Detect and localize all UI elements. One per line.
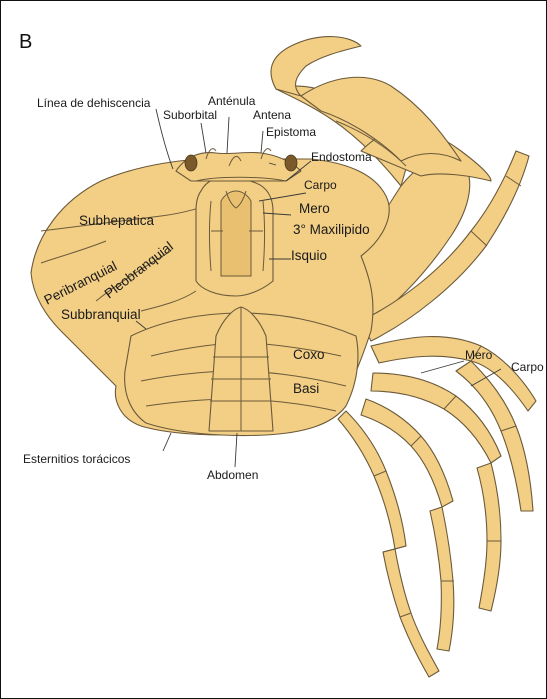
eye-right (285, 155, 297, 171)
label-suborbital: Suborbital (163, 108, 217, 122)
third-maxillipeds (196, 177, 273, 296)
label-mero-maxilipido: Mero (299, 201, 330, 216)
label-endostoma: Endostoma (311, 150, 372, 164)
label-antena: Antena (253, 108, 291, 122)
label-linea-dehiscencia: Línea de dehiscencia (37, 96, 151, 110)
label-3-maxilipido: 3° Maxilipido (293, 222, 370, 237)
front-region (176, 149, 301, 181)
label-abdomen: Abdomen (207, 468, 258, 482)
label-subhepatica: Subhepatica (79, 213, 155, 228)
label-esternitos: Esternitios torácicos (23, 452, 130, 466)
label-basi: Basi (293, 381, 319, 396)
label-isquio: Isquio (291, 248, 327, 263)
label-carpo-pata: Carpo (511, 360, 544, 374)
label-antenula: Anténula (208, 94, 256, 108)
panel-letter: B (19, 31, 32, 53)
label-coxo: Coxo (293, 347, 325, 362)
label-mero-pata: Mero (465, 348, 493, 362)
label-carpo-maxilipido: Carpo (304, 178, 337, 192)
label-epistoma: Epistoma (266, 125, 316, 139)
eye-left (185, 155, 197, 171)
label-subbranquial: Subbranquial (61, 307, 141, 322)
